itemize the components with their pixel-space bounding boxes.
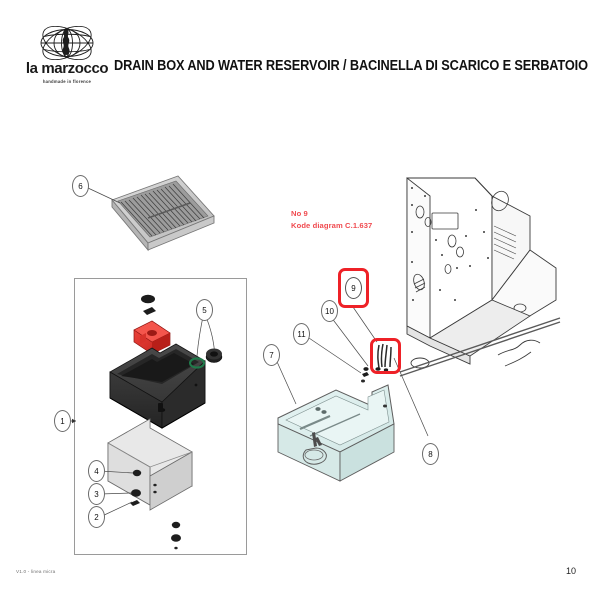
page-header: la marzocco handmade in florence DRAIN B… xyxy=(0,0,600,105)
callout-5[interactable]: 5 xyxy=(196,299,213,321)
callout-10[interactable]: 10 xyxy=(321,300,338,322)
callout-7[interactable]: 7 xyxy=(263,344,280,366)
annotation-line-2: Kode diagram C.1.637 xyxy=(291,220,373,230)
annotation-line-1: No 9 xyxy=(291,209,308,218)
marzocco-globe-lion-icon xyxy=(40,26,94,60)
part-9-highlight xyxy=(370,338,401,374)
page-title: DRAIN BOX AND WATER RESERVOIR / BACINELL… xyxy=(114,58,588,74)
callout-6[interactable]: 6 xyxy=(72,175,89,197)
diagram-annotation: No 9 Kode diagram C.1.637 xyxy=(291,208,372,232)
left-assembly-frame xyxy=(74,278,247,555)
brand-name: la marzocco xyxy=(25,60,109,77)
part-machine-chassis-side-panel xyxy=(399,177,561,377)
callout-9[interactable]: 9 xyxy=(345,277,362,299)
callout-3[interactable]: 3 xyxy=(88,483,105,505)
callout-8[interactable]: 8 xyxy=(422,443,439,465)
part-drip-tray-grate xyxy=(111,175,215,252)
callout-label: 5 xyxy=(202,305,207,315)
part-tubing-assembly xyxy=(302,306,429,437)
callout-11[interactable]: 11 xyxy=(293,323,310,345)
callout-label: 7 xyxy=(269,350,274,360)
footer-page-number: 10 xyxy=(566,566,577,576)
callout-2[interactable]: 2 xyxy=(88,506,105,528)
brand-tagline: handmade in florence xyxy=(42,78,92,84)
leader-line-6 xyxy=(87,187,121,204)
callout-label: 10 xyxy=(325,306,334,316)
callout-label: 3 xyxy=(94,489,99,499)
callout-label: 6 xyxy=(78,181,83,191)
brand-logo: la marzocco handmade in florence xyxy=(22,26,112,84)
callout-9-highlight xyxy=(338,268,369,308)
callout-label: 11 xyxy=(297,329,306,339)
callout-label: 4 xyxy=(94,466,99,476)
callout-1[interactable]: 1 xyxy=(54,410,71,432)
callout-4[interactable]: 4 xyxy=(88,460,105,482)
callout-label: 9 xyxy=(351,283,356,293)
callout-label: 1 xyxy=(60,416,65,426)
callout-label: 2 xyxy=(94,512,99,522)
footer-version: V1.0 - linea micra xyxy=(16,569,56,574)
part-water-reservoir-tank xyxy=(277,384,395,482)
callout-label: 8 xyxy=(428,449,433,459)
